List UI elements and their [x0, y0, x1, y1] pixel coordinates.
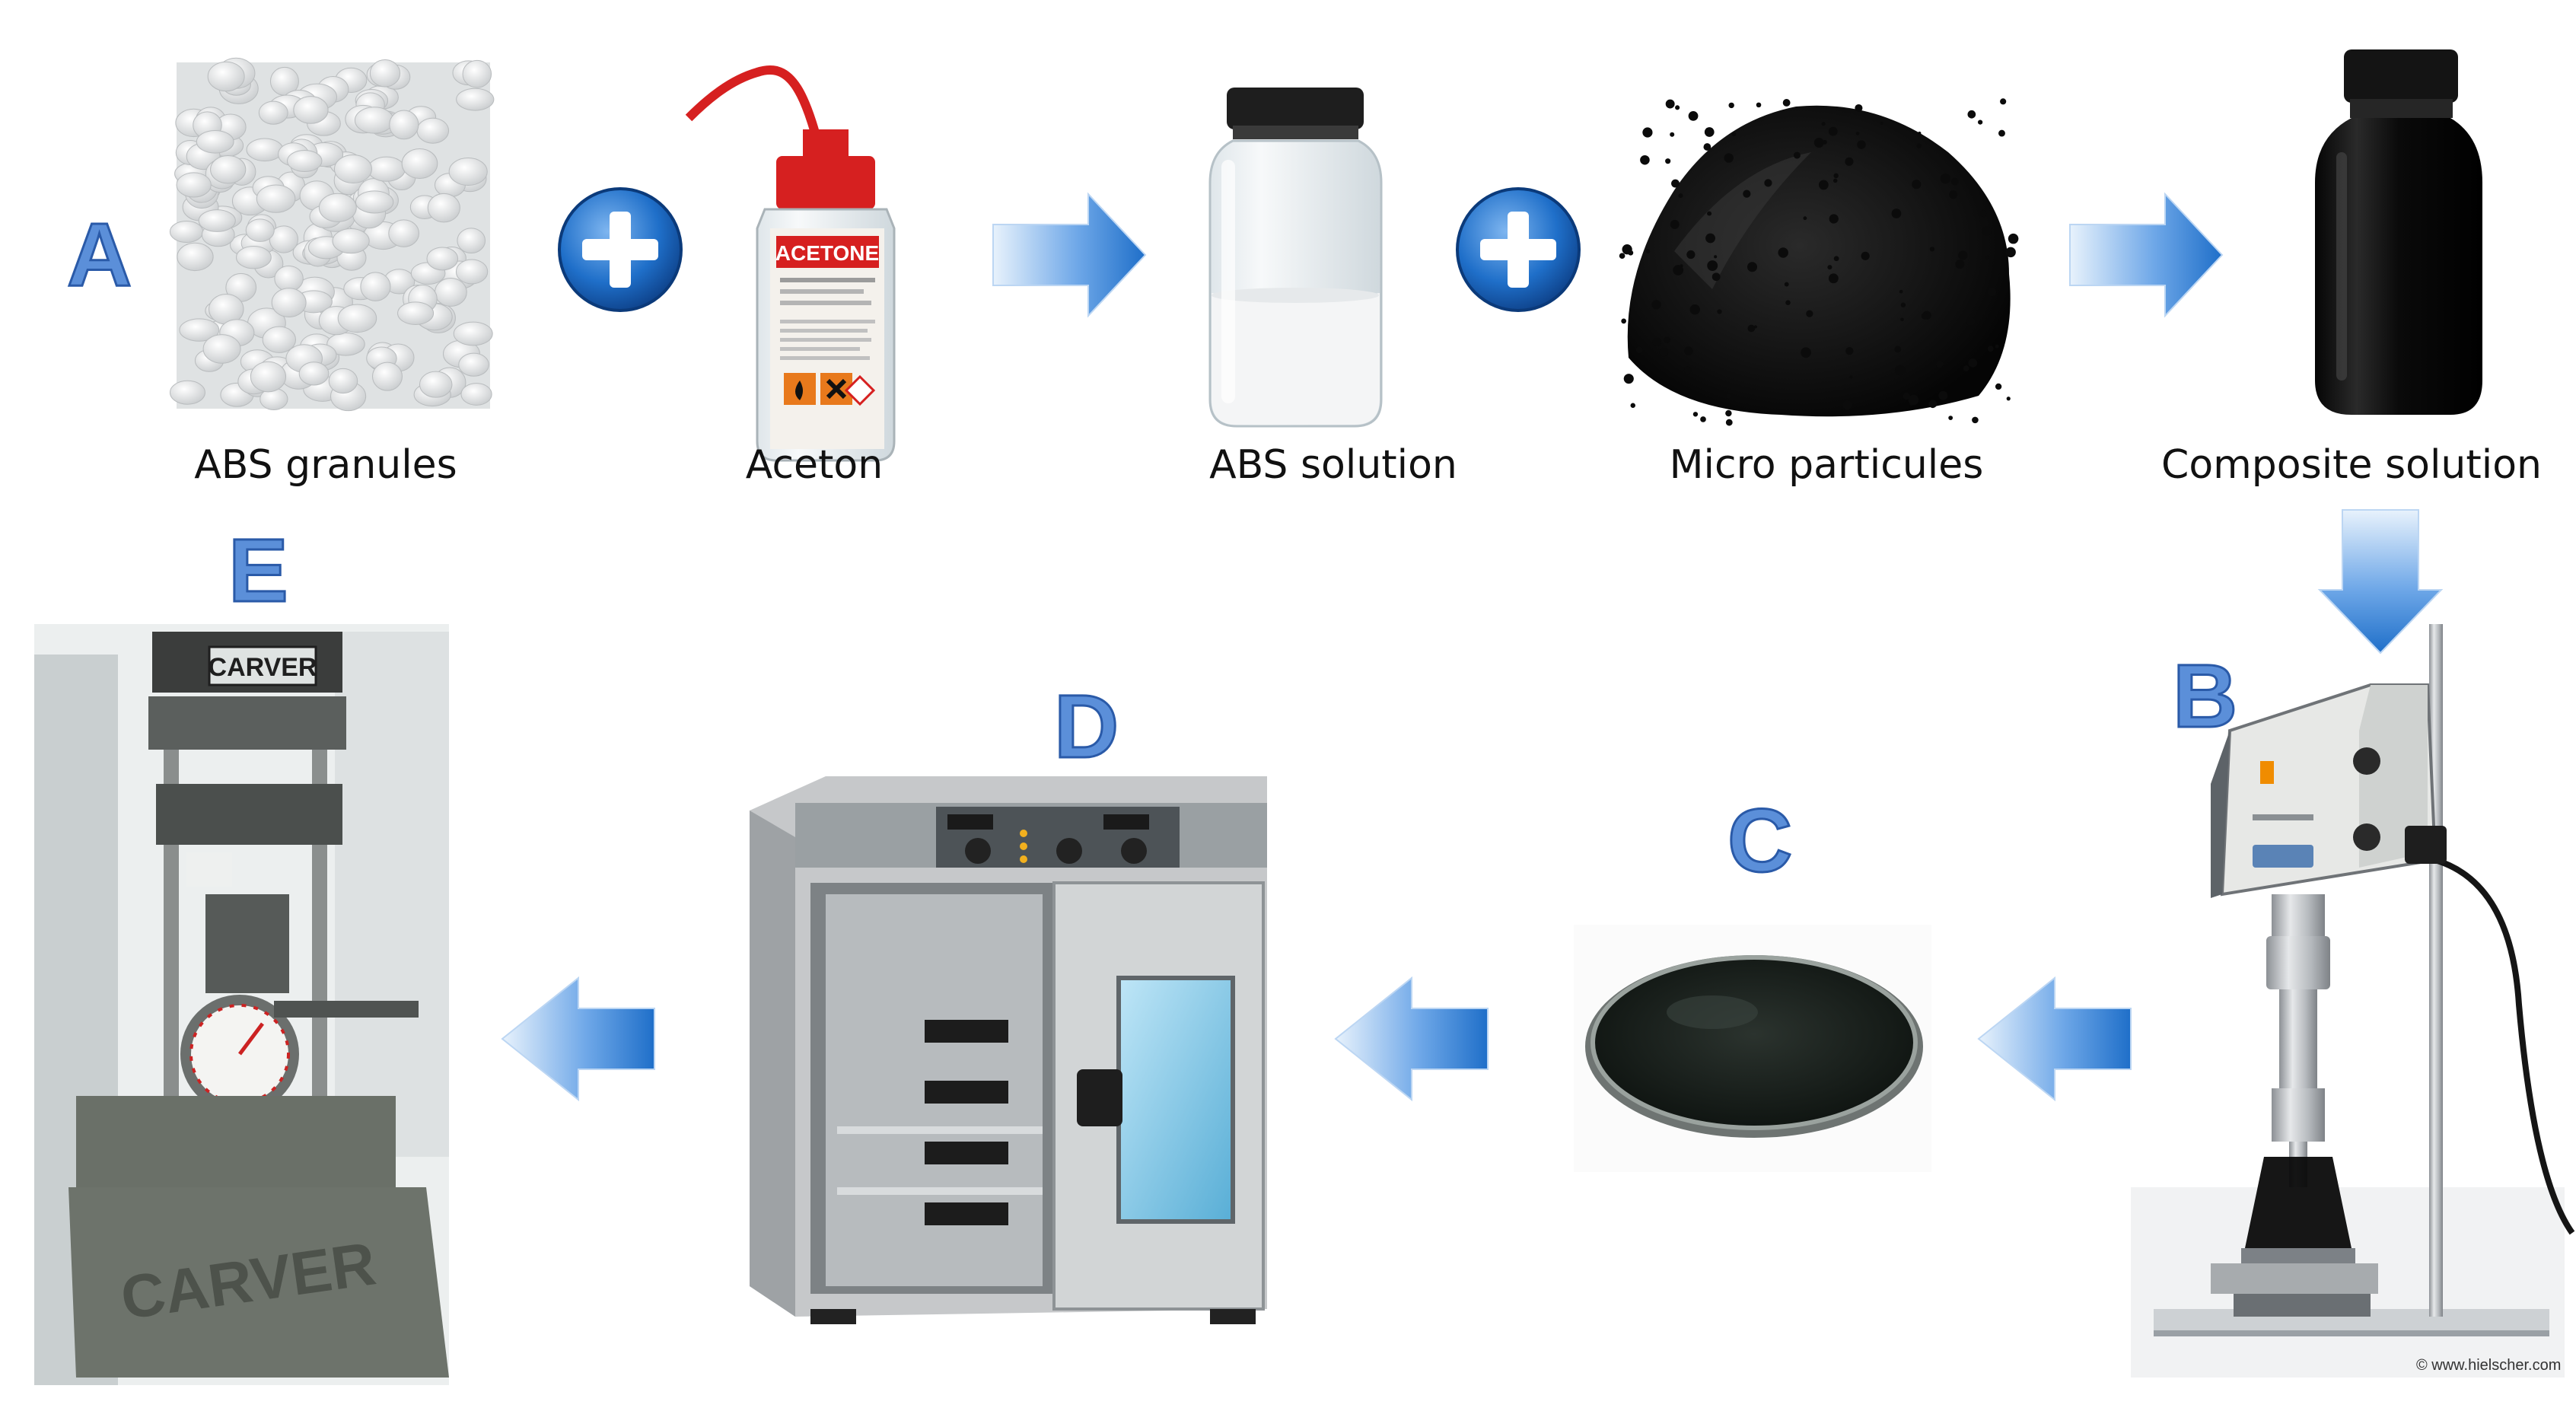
step-label-b: B	[2173, 646, 2237, 747]
plus-icon	[558, 187, 683, 312]
plus-icon	[1456, 187, 1581, 312]
petri-dish-photo	[1574, 925, 1931, 1172]
ultrasonic-homogenizer-photo: © www.hielscher.com	[2131, 624, 2575, 1378]
arrow-right-icon	[2069, 192, 2224, 318]
step-label-a: A	[67, 205, 132, 305]
caption-abs-granules: ABS granules	[194, 442, 457, 488]
abs-granules-photo	[169, 57, 495, 412]
caption-composite-solution: Composite solution	[2161, 442, 2542, 488]
micro-particles-powder	[1619, 98, 2019, 426]
step-label-e: E	[228, 521, 288, 621]
arrow-right-icon	[992, 192, 1147, 318]
abs-solution-jar	[1208, 88, 1383, 428]
acetone-wash-bottle: ACETONE	[685, 65, 896, 462]
arrow-left-icon	[1977, 976, 2132, 1102]
carver-press-photo: CARVER CARVER	[34, 624, 449, 1385]
arrow-down-icon	[2317, 509, 2444, 655]
caption-abs-solution: ABS solution	[1209, 442, 1457, 488]
bottle-label: ACETONE	[775, 241, 879, 265]
brand-label: CARVER	[209, 653, 317, 682]
caption-aceton: Aceton	[746, 442, 883, 488]
composite-solution-bottle	[2315, 49, 2482, 415]
step-label-c: C	[1727, 791, 1792, 891]
hielscher-credit: © www.hielscher.com	[2416, 1357, 2561, 1374]
caption-micro-particules: Micro particules	[1670, 442, 1984, 488]
arrow-left-icon	[1334, 976, 1489, 1102]
arrow-left-icon	[501, 976, 655, 1102]
step-label-d: D	[1054, 677, 1119, 777]
vacuum-oven-photo	[750, 776, 1267, 1324]
